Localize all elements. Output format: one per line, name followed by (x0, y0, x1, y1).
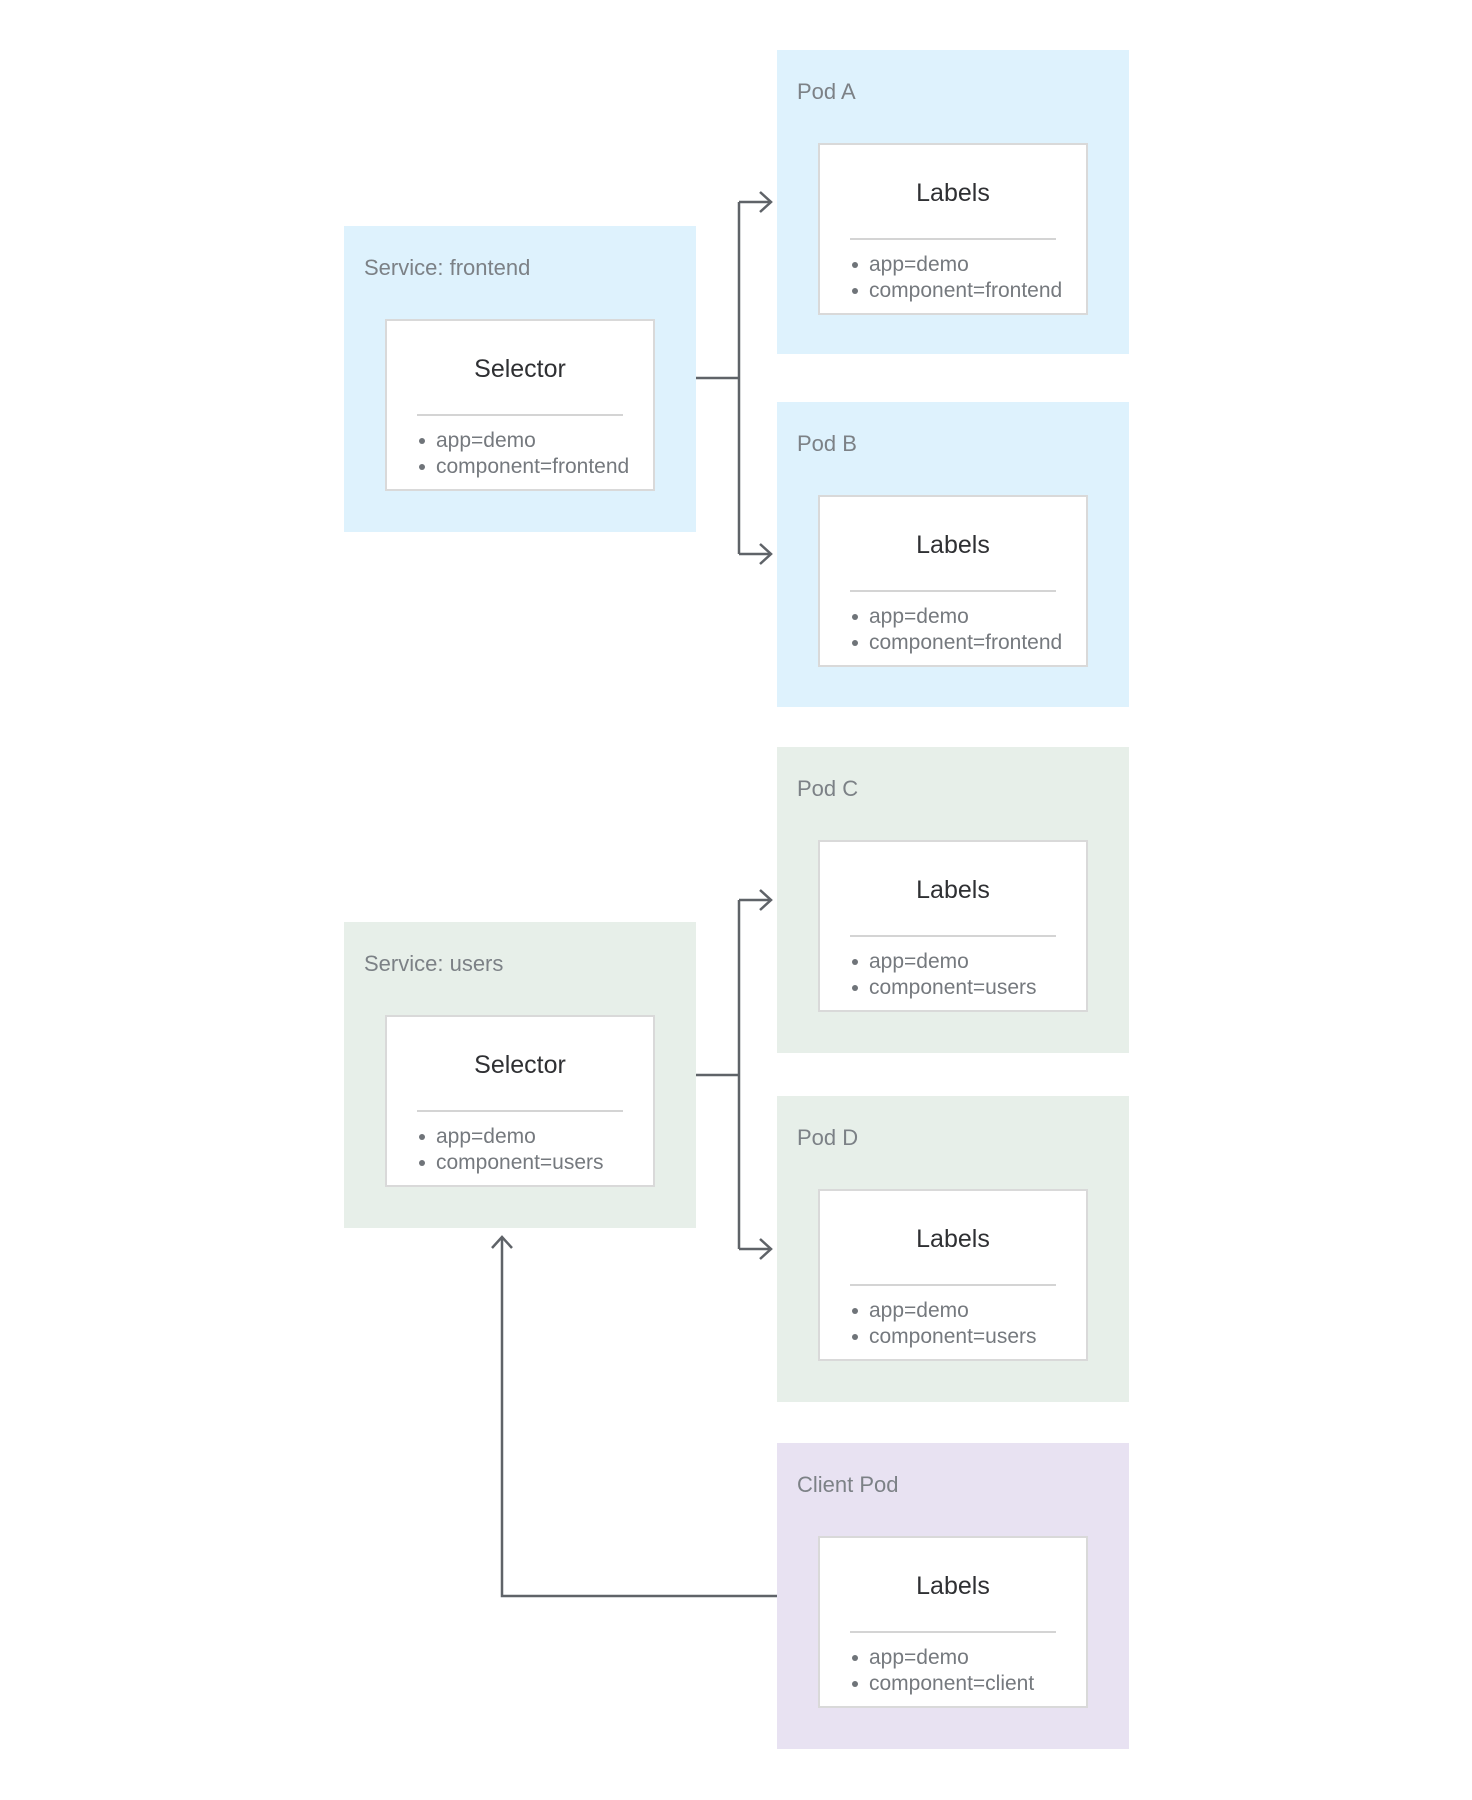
labels-card: Labels app=demo component=users (818, 1189, 1088, 1361)
arrow-frontend-service-to-pods (696, 191, 773, 565)
label-item: app=demo (852, 604, 1086, 630)
label-list: app=demo component=frontend (820, 252, 1086, 304)
node-title: Client Pod (797, 1472, 899, 1497)
divider (417, 414, 623, 416)
card-heading: Labels (916, 1225, 990, 1253)
pod-b-box: Pod B Labels app=demo component=frontend (777, 402, 1129, 707)
label-item: app=demo (852, 949, 1086, 975)
label-list: app=demo component=users (820, 949, 1086, 1001)
labels-card: Labels app=demo component=client (818, 1536, 1088, 1708)
pod-a-box: Pod A Labels app=demo component=frontend (777, 50, 1129, 354)
label-item: component=frontend (852, 278, 1086, 304)
divider (850, 590, 1056, 592)
label-item: app=demo (419, 428, 653, 454)
pod-c-box: Pod C Labels app=demo component=users (777, 747, 1129, 1053)
label-list: app=demo component=users (387, 1124, 653, 1176)
selector-card: Selector app=demo component=users (385, 1015, 655, 1187)
label-item: component=frontend (852, 630, 1086, 656)
label-item: component=frontend (419, 454, 653, 480)
card-heading: Labels (916, 876, 990, 904)
label-list: app=demo component=frontend (820, 604, 1086, 656)
pod-d-box: Pod D Labels app=demo component=users (777, 1096, 1129, 1402)
arrow-users-service-to-pods (696, 889, 773, 1260)
node-title: Pod D (797, 1125, 859, 1150)
divider (850, 1284, 1056, 1286)
divider (850, 935, 1056, 937)
connector-line (696, 200, 770, 556)
divider (417, 1110, 623, 1112)
label-item: component=users (419, 1150, 653, 1176)
label-item: app=demo (852, 252, 1086, 278)
service-users-box: Service: users Selector app=demo compone… (344, 922, 696, 1228)
node-title: Service: frontend (364, 255, 531, 280)
arrowhead-right-icon (759, 1238, 773, 1260)
arrowhead-right-icon (759, 191, 773, 213)
label-list: app=demo component=client (820, 1645, 1086, 1697)
connector-line (500, 1238, 777, 1598)
card-heading: Selector (474, 355, 566, 383)
service-frontend-box: Service: frontend Selector app=demo comp… (344, 226, 696, 532)
labels-card: Labels app=demo component=frontend (818, 143, 1088, 315)
label-item: app=demo (852, 1298, 1086, 1324)
arrow-client-pod-to-users-service (491, 1235, 777, 1598)
arrowhead-up-icon (491, 1235, 513, 1249)
labels-card: Labels app=demo component=users (818, 840, 1088, 1012)
label-list: app=demo component=users (820, 1298, 1086, 1350)
node-title: Pod C (797, 776, 859, 801)
arrowhead-right-icon (759, 889, 773, 911)
card-heading: Labels (916, 179, 990, 207)
node-title: Service: users (364, 951, 504, 976)
label-item: component=users (852, 1324, 1086, 1350)
arrowhead-right-icon (759, 543, 773, 565)
connector-line (696, 898, 770, 1251)
label-item: component=users (852, 975, 1086, 1001)
label-item: component=client (852, 1671, 1086, 1697)
divider (850, 238, 1056, 240)
labels-card: Labels app=demo component=frontend (818, 495, 1088, 667)
client-pod-box: Client Pod Labels app=demo component=cli… (777, 1443, 1129, 1749)
node-title: Pod B (797, 431, 857, 456)
card-heading: Labels (916, 1572, 990, 1600)
label-item: app=demo (419, 1124, 653, 1150)
divider (850, 1631, 1056, 1633)
label-list: app=demo component=frontend (387, 428, 653, 480)
node-title: Pod A (797, 79, 856, 104)
label-item: app=demo (852, 1645, 1086, 1671)
card-heading: Labels (916, 531, 990, 559)
card-heading: Selector (474, 1051, 566, 1079)
selector-card: Selector app=demo component=frontend (385, 319, 655, 491)
